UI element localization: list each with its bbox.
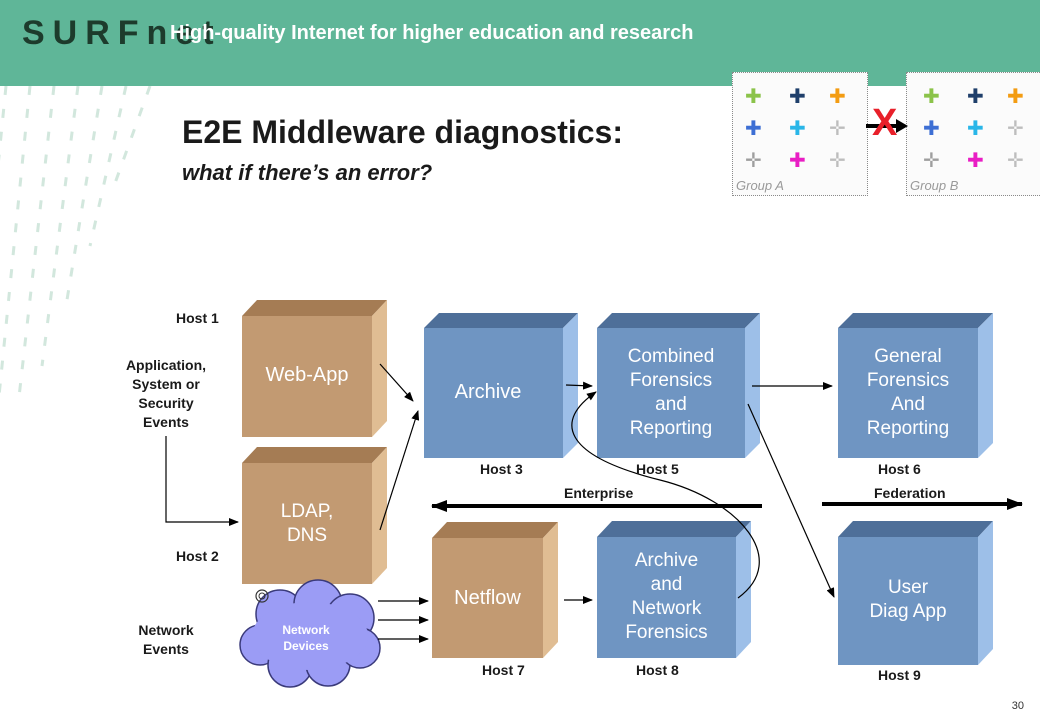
network-devices-cloud [239, 579, 381, 688]
general-forensics-block [838, 313, 993, 458]
host9-label: Host 9 [878, 667, 921, 683]
ldap-label-line: LDAP, [280, 501, 334, 522]
general-forensics-line: Forensics [866, 370, 950, 391]
network-devices-line: Devices [283, 639, 329, 653]
archive-network-forensics-label: Archive and Network Forensics [597, 549, 736, 645]
host2-label: Host 2 [176, 548, 219, 564]
application-events-label: Application, System or Security Events [108, 356, 224, 432]
puzzle-piece-icon: ✚ [967, 86, 984, 108]
application-events-line: Application, [125, 357, 207, 373]
puzzle-piece-icon: ✚ [745, 118, 762, 140]
banner-tagline: High-quality Internet for higher educati… [170, 22, 694, 44]
combined-forensics-line: Combined [627, 346, 715, 367]
network-events-line: Network [138, 622, 194, 638]
network-devices-label: Network Devices [258, 622, 354, 654]
application-events-line: Events [143, 414, 189, 430]
general-forensics-line: Reporting [866, 418, 950, 439]
archive-label: Archive [454, 381, 522, 403]
decorative-pattern [0, 86, 152, 407]
general-forensics-line: And [891, 394, 925, 415]
network-events-line: Events [143, 641, 189, 657]
general-forensics-line: General [874, 346, 942, 367]
ldap-label: LDAP, DNS [242, 500, 372, 548]
surfnet-logo: SURFnet [22, 14, 222, 52]
puzzle-piece-icon: ✛ [923, 150, 940, 172]
device-icon [255, 589, 269, 603]
ldap-block [242, 447, 387, 584]
puzzle-piece-icon: ✛ [1007, 150, 1024, 172]
group-b-box: ✚ ✚ ✚ ✚ ✚ ✛ ✛ ✚ ✛ Group B [906, 72, 1040, 196]
puzzle-piece-icon: ✚ [829, 86, 846, 108]
archive-network-forensics-block [597, 521, 751, 658]
user-diag-app-block [838, 521, 993, 665]
puzzle-piece-icon: ✚ [789, 118, 806, 140]
federation-label: Federation [874, 485, 946, 501]
puzzle-piece-icon: ✚ [789, 150, 806, 172]
host1-label: Host 1 [176, 310, 219, 326]
puzzle-piece-icon: ✛ [745, 150, 762, 172]
webapp-label: Web-App [265, 364, 349, 386]
group-a-box: ✚ ✚ ✚ ✚ ✚ ✛ ✛ ✚ ✛ Group A [732, 72, 868, 196]
group-a-label: Group A [736, 178, 784, 193]
archive-block [424, 313, 578, 458]
netflow-block [432, 522, 558, 658]
network-events-label: Network Events [120, 621, 212, 659]
user-diag-line: User [887, 577, 929, 598]
combined-forensics-line: Forensics [629, 370, 713, 391]
archive-network-line: Network [631, 598, 702, 619]
puzzle-piece-icon: ✚ [923, 86, 940, 108]
puzzle-piece-icon: ✚ [923, 118, 940, 140]
host3-label: Host 3 [480, 461, 523, 477]
netflow-label: Netflow [454, 587, 521, 609]
error-cross-icon: X [872, 102, 898, 144]
application-events-line: System or [132, 376, 200, 392]
puzzle-piece-icon: ✛ [829, 118, 846, 140]
ldap-label-line: DNS [286, 525, 328, 546]
user-diag-line: Diag App [869, 601, 947, 622]
header-banner [0, 0, 1040, 86]
combined-forensics-label: Combined Forensics and Reporting [597, 345, 745, 441]
puzzle-piece-icon: ✛ [1007, 118, 1024, 140]
slide-title: E2E Middleware diagnostics: [182, 114, 623, 150]
webapp-block [242, 300, 387, 437]
puzzle-piece-icon: ✚ [1007, 86, 1024, 108]
puzzle-piece-icon: ✚ [967, 150, 984, 172]
archive-network-line: Archive [634, 550, 699, 571]
user-diag-app-label: User Diag App [838, 576, 978, 624]
enterprise-label: Enterprise [564, 485, 634, 501]
network-devices-line: Network [282, 623, 330, 637]
puzzle-piece-icon: ✚ [745, 86, 762, 108]
slide-subtitle: what if there’s an error? [182, 160, 433, 185]
application-events-line: Security [138, 395, 194, 411]
combined-forensics-line: Reporting [629, 418, 713, 439]
group-link-arrow [866, 119, 908, 133]
general-forensics-label: General Forensics And Reporting [838, 345, 978, 441]
combined-forensics-line: and [655, 394, 687, 415]
host8-label: Host 8 [636, 662, 679, 678]
host7-label: Host 7 [482, 662, 525, 678]
puzzle-piece-icon: ✛ [829, 150, 846, 172]
device-icon [258, 592, 266, 600]
group-b-label: Group B [910, 178, 959, 193]
connector-lines [165, 363, 835, 643]
puzzle-piece-icon: ✚ [967, 118, 984, 140]
page-number: 30 [1011, 700, 1024, 712]
archive-network-line: and [650, 574, 683, 595]
archive-network-line: Forensics [625, 622, 708, 643]
host6-label: Host 6 [878, 461, 921, 477]
host5-label: Host 5 [636, 461, 679, 477]
puzzle-piece-icon: ✚ [789, 86, 806, 108]
